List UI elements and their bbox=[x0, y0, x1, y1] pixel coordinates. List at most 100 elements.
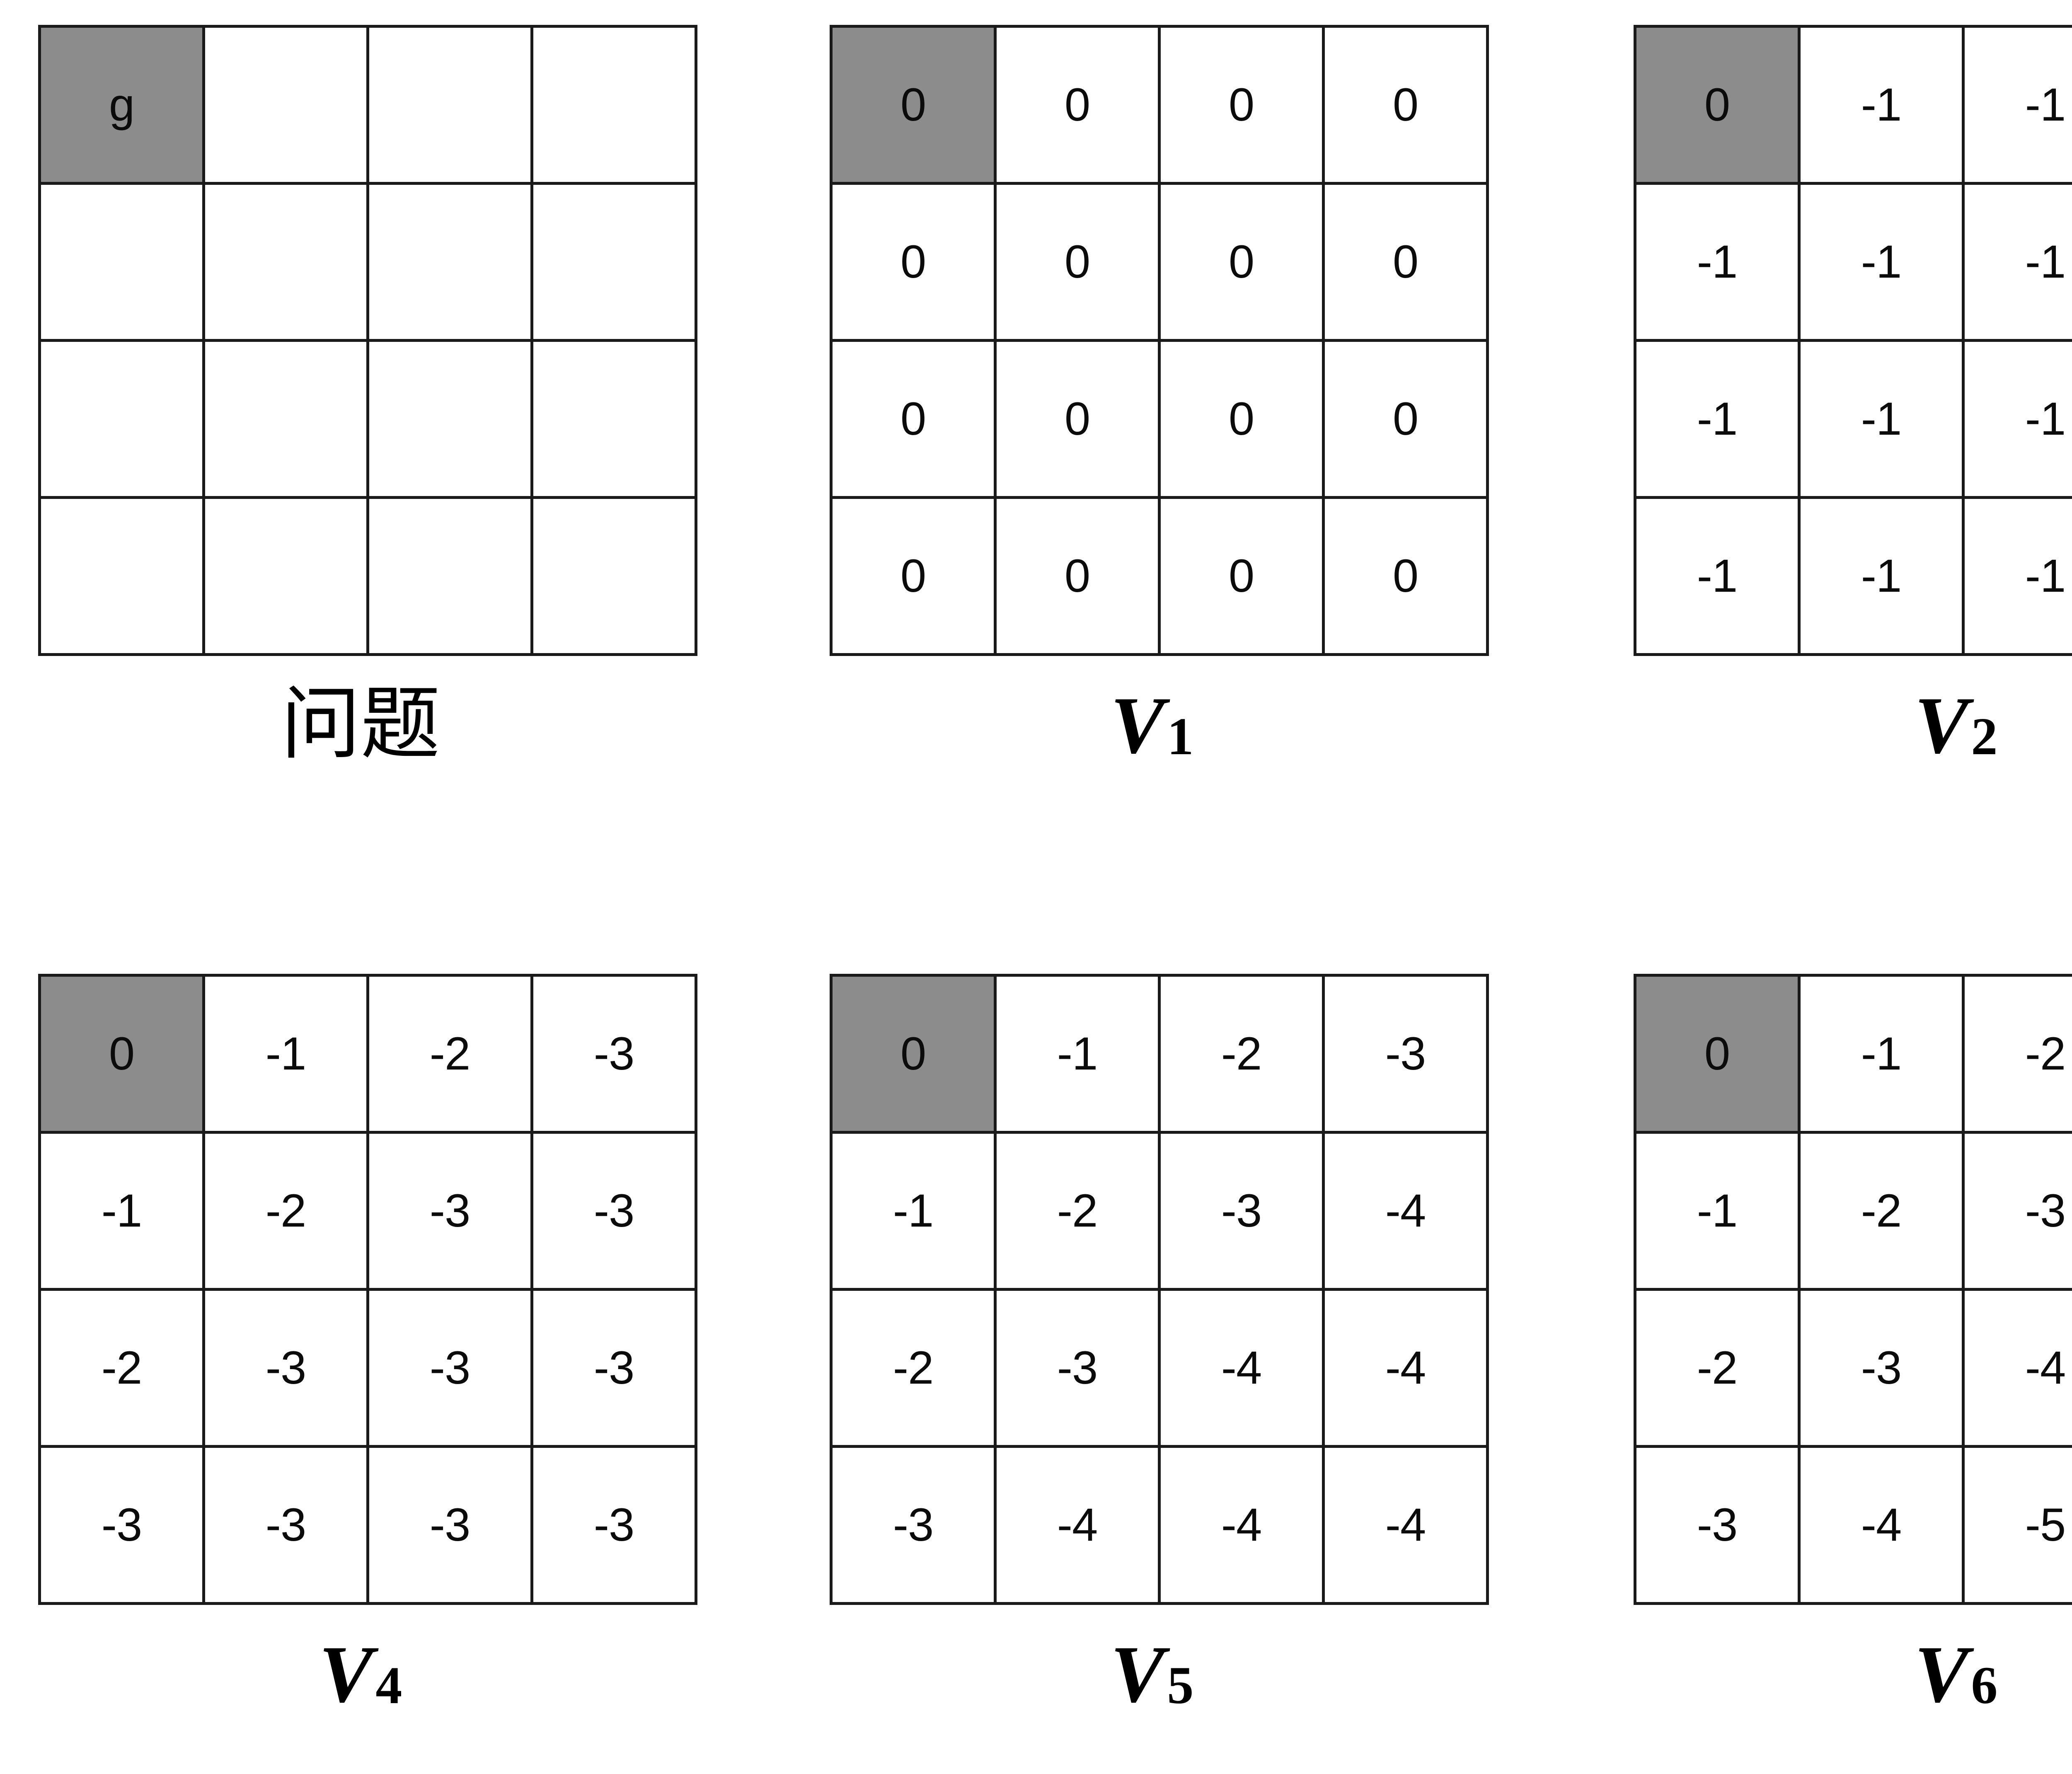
grid-cell: -1 bbox=[1962, 496, 2072, 656]
grid-cell: -3 bbox=[1322, 974, 1489, 1134]
grid-cell: 0 bbox=[994, 25, 1161, 185]
goal-cell: 0 bbox=[38, 974, 205, 1134]
grid-cell: -2 bbox=[38, 1288, 205, 1448]
grid-cell: -3 bbox=[530, 1131, 697, 1291]
grid-cell: 0 bbox=[830, 339, 997, 499]
grid-cell: -2 bbox=[1798, 1131, 1965, 1291]
grid-cell bbox=[530, 496, 697, 656]
grid-cell: -3 bbox=[366, 1288, 533, 1448]
grid-cell: -4 bbox=[1322, 1445, 1489, 1605]
grid-cell: -3 bbox=[202, 1288, 369, 1448]
grid-cell: -1 bbox=[1798, 496, 1965, 656]
value-grid-v5: 0-1-2-3-1-2-3-4-2-3-4-4-3-4-4-4 bbox=[830, 974, 1489, 1605]
grid-cell: -4 bbox=[1962, 1288, 2072, 1448]
grid-cell: -3 bbox=[202, 1445, 369, 1605]
value-grid-v2: 0-1-1-1-1-1-1-1-1-1-1-1-1-1-1-1 bbox=[1634, 25, 2072, 656]
grid-cell: 0 bbox=[830, 496, 997, 656]
grid-cell: 0 bbox=[1322, 182, 1489, 342]
panel-label-subscript: 4 bbox=[375, 1656, 402, 1715]
goal-cell: 0 bbox=[1634, 974, 1801, 1134]
grid-cell: -4 bbox=[994, 1445, 1161, 1605]
grid-cell: -3 bbox=[1158, 1131, 1325, 1291]
grid-row: -3-4-5-5 bbox=[1634, 1445, 2072, 1605]
grid-cell: -1 bbox=[1798, 339, 1965, 499]
grid-cell bbox=[530, 25, 697, 185]
grid-row bbox=[38, 182, 697, 342]
grid-row: -3-4-4-4 bbox=[830, 1445, 1489, 1605]
grid-row: -1-2-3-4 bbox=[830, 1131, 1489, 1291]
grid-cell: -1 bbox=[38, 1131, 205, 1291]
grid-cell: -3 bbox=[1962, 1131, 2072, 1291]
grid-cell: -3 bbox=[530, 974, 697, 1134]
grid-cell: 0 bbox=[1158, 25, 1325, 185]
grid-cell bbox=[202, 496, 369, 656]
grid-row: 0-1-2-3 bbox=[38, 974, 697, 1134]
grid-cell: -4 bbox=[1322, 1131, 1489, 1291]
grid-row: -1-1-1-1 bbox=[1634, 182, 2072, 342]
panel-label-symbol: V bbox=[1914, 680, 1969, 770]
grid-cell: 0 bbox=[1322, 25, 1489, 185]
panel-label-v2: V2 bbox=[1634, 685, 2072, 809]
grid-cell: -3 bbox=[366, 1131, 533, 1291]
panel-v6: 0-1-2-3-1-2-3-4-2-3-4-5-3-4-5-5V6 bbox=[1576, 974, 2072, 1758]
grid-cell: -3 bbox=[830, 1445, 997, 1605]
panel-label-v6: V6 bbox=[1634, 1634, 2072, 1758]
grid-row: 0-1-2-3 bbox=[830, 974, 1489, 1134]
grid-cell bbox=[366, 339, 533, 499]
panel-label-v1: V1 bbox=[830, 685, 1474, 809]
panel-label-symbol: V bbox=[319, 1629, 373, 1719]
panel-label-subscript: 6 bbox=[1971, 1656, 1998, 1715]
goal-cell: 0 bbox=[1634, 25, 1801, 185]
grid-cell: -1 bbox=[994, 974, 1161, 1134]
grid-cell: -1 bbox=[1634, 182, 1801, 342]
goal-cell: 0 bbox=[830, 25, 997, 185]
grid-cell: -4 bbox=[1798, 1445, 1965, 1605]
grid-cell: -1 bbox=[202, 974, 369, 1134]
panel-label-symbol: V bbox=[1914, 1629, 1969, 1719]
grid-cell: -1 bbox=[1798, 182, 1965, 342]
panel-label-subscript: 1 bbox=[1167, 707, 1194, 766]
grid-cell: -2 bbox=[366, 974, 533, 1134]
panel-label-subscript: 5 bbox=[1167, 1656, 1194, 1715]
grid-cell: 0 bbox=[1158, 496, 1325, 656]
grid-row: -2-3-4-4 bbox=[830, 1288, 1489, 1448]
grid-cell: -3 bbox=[1798, 1288, 1965, 1448]
grid-cell: -3 bbox=[530, 1445, 697, 1605]
grid-row: -1-1-1-1 bbox=[1634, 496, 2072, 656]
grid-cell: -1 bbox=[1634, 496, 1801, 656]
goal-cell: g bbox=[38, 25, 205, 185]
grid-cell bbox=[530, 182, 697, 342]
grid-cell: -1 bbox=[1962, 339, 2072, 499]
grid-row: -3-3-3-3 bbox=[38, 1445, 697, 1605]
grid-row: g bbox=[38, 25, 697, 185]
grid-cell bbox=[38, 182, 205, 342]
grid-cell: -1 bbox=[1634, 1131, 1801, 1291]
grid-cell: -4 bbox=[1158, 1445, 1325, 1605]
grid-cell: -1 bbox=[1962, 25, 2072, 185]
grid-cell bbox=[38, 496, 205, 656]
grid-cell: -4 bbox=[1322, 1288, 1489, 1448]
grid-cell: 0 bbox=[830, 182, 997, 342]
grid-cell: -1 bbox=[1634, 339, 1801, 499]
grid-cell: -3 bbox=[366, 1445, 533, 1605]
grid-cell bbox=[38, 339, 205, 499]
grid-cell bbox=[366, 496, 533, 656]
grid-cell: -2 bbox=[1634, 1288, 1801, 1448]
grid-cell: 0 bbox=[1158, 182, 1325, 342]
grid-cell: 0 bbox=[1322, 339, 1489, 499]
grid-cell: -1 bbox=[1962, 182, 2072, 342]
grid-cell bbox=[202, 25, 369, 185]
grid-row: -1-2-3-3 bbox=[38, 1131, 697, 1291]
grid-cell bbox=[530, 339, 697, 499]
panel-label-subscript: 2 bbox=[1971, 707, 1998, 766]
grid-row bbox=[38, 339, 697, 499]
grid-cell: 0 bbox=[1158, 339, 1325, 499]
grid-cell: -1 bbox=[1798, 974, 1965, 1134]
